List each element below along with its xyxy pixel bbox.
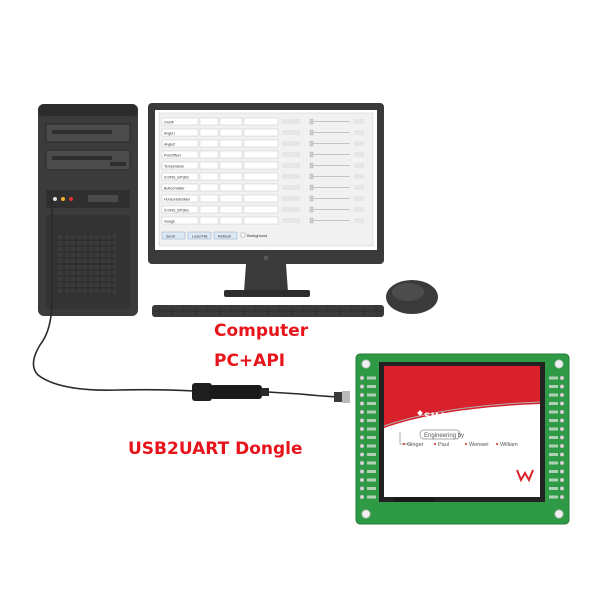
pin <box>359 477 365 483</box>
software-row: Pos/Offset <box>161 150 364 159</box>
software-button[interactable]: Load File <box>187 231 212 240</box>
engineer-name: Paul <box>438 442 449 448</box>
software-row-label: Angle2 <box>164 143 175 147</box>
engineer-name: Wenwei <box>469 442 488 448</box>
pin <box>359 494 365 500</box>
engineer-name: William <box>500 442 518 448</box>
svg-text:Background: Background <box>247 234 267 238</box>
pin <box>359 392 365 398</box>
pin <box>359 460 365 466</box>
pin <box>359 469 365 474</box>
keyboard <box>152 305 384 317</box>
pin <box>559 494 565 500</box>
software-row: ICONS_BIT(Bl) <box>161 172 364 181</box>
pc-tower <box>38 104 138 316</box>
pin <box>559 384 565 389</box>
pin <box>559 392 565 398</box>
dongle <box>192 383 269 401</box>
pin <box>359 401 365 406</box>
software-row: Horizontal/Slider <box>161 194 364 203</box>
software-row: Angle1 <box>161 128 364 137</box>
brand-text: SMART DISPLAY <box>424 411 510 421</box>
software-row-label: Angle1 <box>164 132 175 136</box>
software-row: OnOff <box>161 117 364 126</box>
engineering-by-text: Engineering by <box>424 433 464 439</box>
software-row: Temperature <box>161 161 364 170</box>
pin <box>559 435 565 440</box>
pin <box>359 375 365 381</box>
software-row-label: Gauge <box>164 220 175 224</box>
software-row-label: ICONS_BIT(Bl) <box>164 176 189 180</box>
smart-display-board: SMART DISPLAY Engineering by Ginger Paul W… <box>355 353 570 525</box>
software-row: Gauge <box>161 216 364 225</box>
dongle-label: USB2UART Dongle <box>128 439 303 459</box>
pin <box>559 452 565 457</box>
engineer-name: Ginger <box>407 442 424 448</box>
serial-connector <box>334 391 350 403</box>
background-checkbox[interactable]: Background <box>240 232 267 238</box>
pin <box>359 435 365 440</box>
mouse <box>386 280 438 314</box>
pin <box>559 426 565 432</box>
pin <box>559 409 565 415</box>
software-row-label: ICONS_BIT(Bl) <box>164 209 189 213</box>
svg-text:Load File: Load File <box>192 234 208 238</box>
pin <box>559 375 565 381</box>
software-row: Angle2 <box>161 139 364 148</box>
pin <box>359 452 365 457</box>
svg-text:Send: Send <box>166 234 175 238</box>
pin <box>359 409 365 415</box>
pin <box>559 469 565 474</box>
pin <box>559 477 565 483</box>
software-row-label: OnOff <box>164 121 174 125</box>
software-row-label: Temperature <box>164 165 184 169</box>
wisecoco-logo <box>516 469 534 483</box>
software-row-label: Button/Slider <box>164 187 185 191</box>
pin <box>559 443 565 449</box>
computer-label: Computer <box>214 321 309 341</box>
software-row: ICONS_BIT(Bl) <box>161 205 364 214</box>
software-window: OnOffAngle1Angle2Pos/OffsetTemperatureIC… <box>158 112 374 247</box>
pin <box>559 460 565 466</box>
software-button[interactable]: Refresh <box>213 231 238 240</box>
pc-api-label: PC+API <box>214 351 286 371</box>
pin <box>359 384 365 389</box>
pin <box>359 443 365 449</box>
pin <box>359 426 365 432</box>
pin <box>559 401 565 406</box>
software-row: Button/Slider <box>161 183 364 192</box>
software-row-label: Pos/Offset <box>164 154 181 158</box>
pin <box>359 418 365 423</box>
software-row-label: Horizontal/Slider <box>164 198 191 202</box>
software-button[interactable]: Send <box>161 231 186 240</box>
pin <box>559 486 565 491</box>
svg-text:Refresh: Refresh <box>218 234 231 238</box>
pin <box>359 486 365 491</box>
pin <box>559 418 565 423</box>
